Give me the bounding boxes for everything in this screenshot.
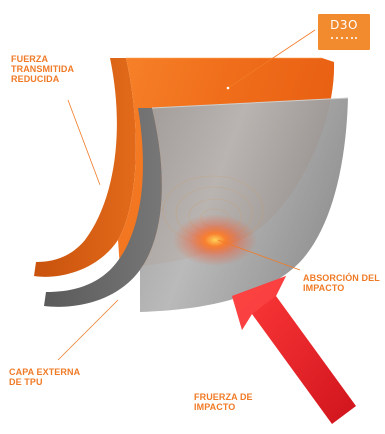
label-line: FRUERZA DE	[194, 392, 253, 402]
label-line: DE TPU	[9, 377, 80, 387]
label-line: TRANSMITIDA	[11, 64, 74, 74]
label-line: ABSORCIÓN DEL	[303, 273, 380, 283]
impact-glow	[173, 214, 257, 266]
label-line: REDUCIDA	[11, 74, 74, 84]
label-fuerza-transmitida: FUERZA TRANSMITIDA REDUCIDA	[11, 54, 74, 84]
label-line: FUERZA	[11, 54, 74, 64]
label-line: IMPACTO	[303, 283, 380, 293]
label-capa-externa: CAPA EXTERNA DE TPU	[9, 367, 80, 387]
label-line: IMPACTO	[194, 402, 253, 412]
label-line: CAPA EXTERNA	[9, 367, 80, 377]
logo-dots-icon	[330, 36, 358, 40]
logo-text: D3O	[318, 18, 370, 32]
d3o-logo: D3O	[318, 14, 370, 50]
label-fuerza-impacto: FRUERZA DE IMPACTO	[194, 392, 253, 412]
label-absorcion: ABSORCIÓN DEL IMPACTO	[303, 273, 380, 293]
